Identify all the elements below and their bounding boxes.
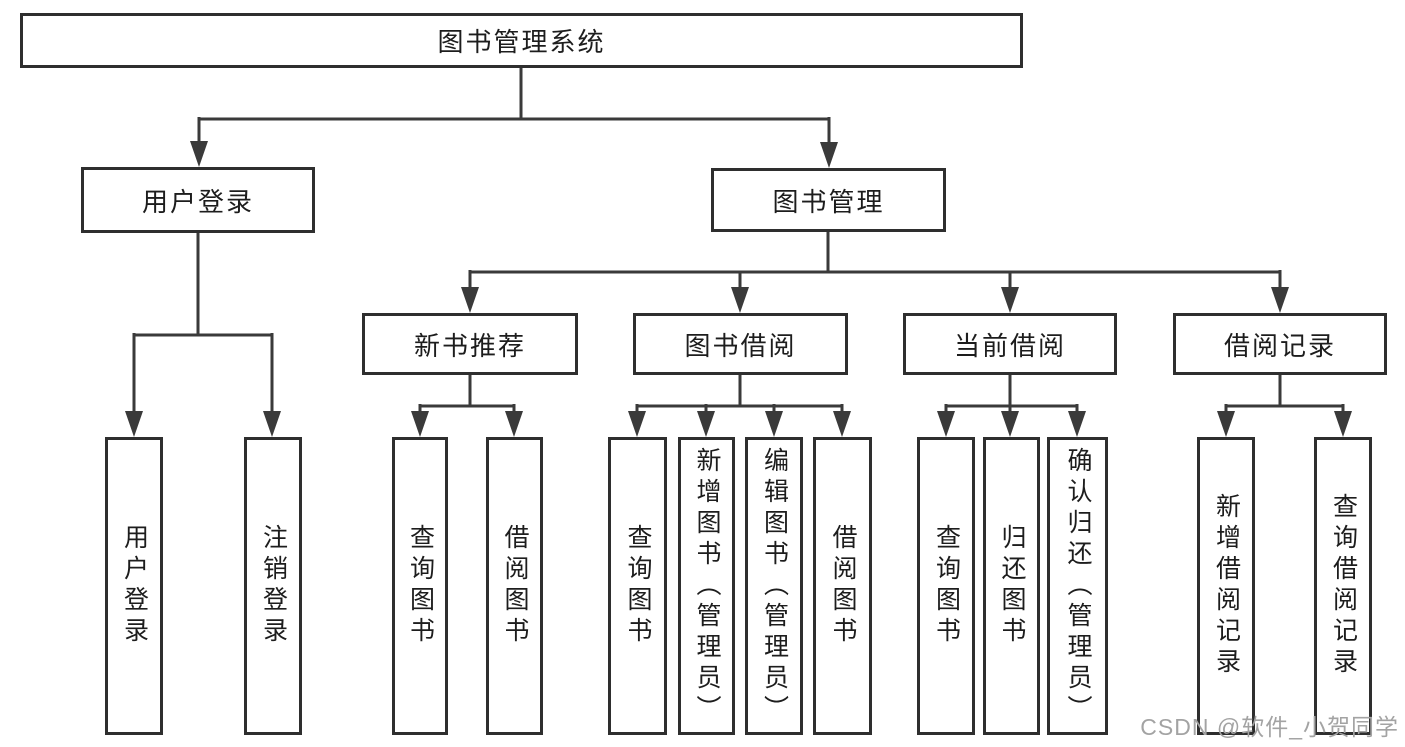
- node-new-book-recommend: 新书推荐: [362, 313, 578, 375]
- node-book-borrow: 图书借阅: [633, 313, 848, 375]
- leaf-br-add-record: 新增借阅记录: [1197, 437, 1255, 735]
- leaf-bb-query-books: 查询图书: [608, 437, 667, 735]
- node-root: 图书管理系统: [20, 13, 1023, 68]
- leaf-bb-add-books-admin: 新增图书（管理员）: [678, 437, 735, 735]
- leaf-cb-return-books: 归还图书: [983, 437, 1040, 735]
- leaf-br-query-record: 查询借阅记录: [1314, 437, 1372, 735]
- leaf-bb-edit-books-admin: 编辑图书（管理员）: [745, 437, 803, 735]
- leaf-nb-query-books: 查询图书: [392, 437, 448, 735]
- node-book-management: 图书管理: [711, 168, 946, 232]
- leaf-cb-query-books: 查询图书: [917, 437, 975, 735]
- leaf-nb-borrow-books: 借阅图书: [486, 437, 543, 735]
- leaf-user-login: 用户登录: [105, 437, 163, 735]
- leaf-bb-borrow-books: 借阅图书: [813, 437, 872, 735]
- csdn-watermark: CSDN @软件_小贺同学: [1140, 714, 1399, 740]
- leaf-cb-confirm-return-admin: 确认归还（管理员）: [1047, 437, 1108, 735]
- leaf-logout: 注销登录: [244, 437, 302, 735]
- node-user-login: 用户登录: [81, 167, 315, 233]
- connector-arrowheads: [125, 141, 1352, 437]
- node-borrow-record: 借阅记录: [1173, 313, 1387, 375]
- node-current-borrow: 当前借阅: [903, 313, 1117, 375]
